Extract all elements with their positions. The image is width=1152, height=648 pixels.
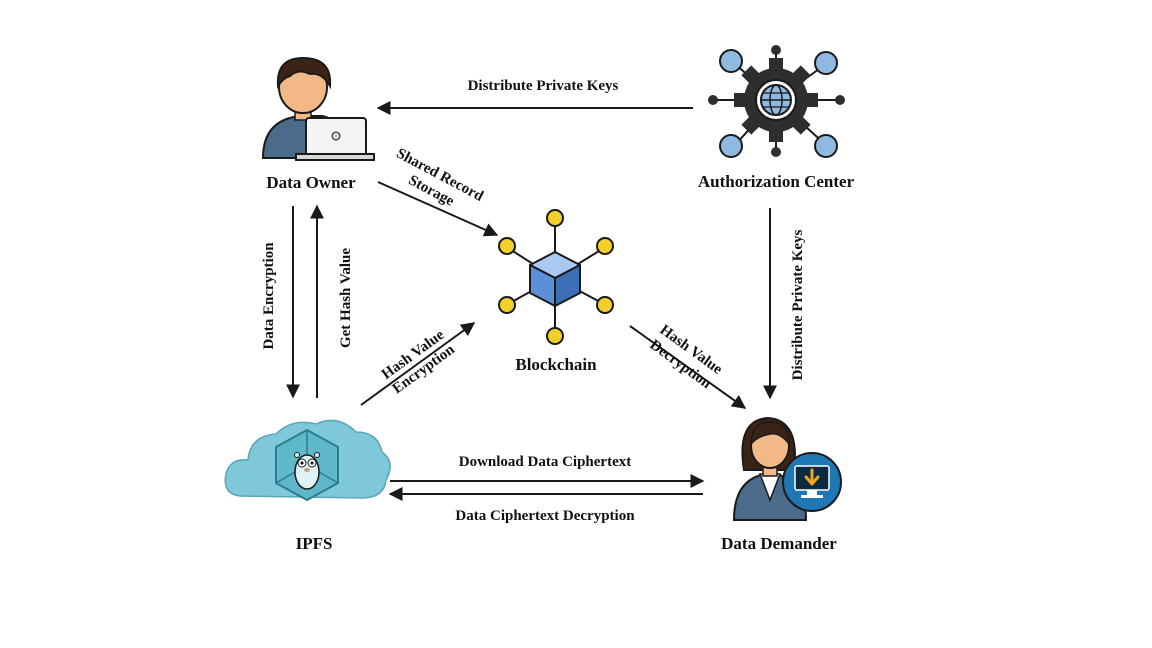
arrow-owner-to-blockchain xyxy=(377,181,499,237)
arrow-blockchain-to-demander xyxy=(629,325,747,409)
ipfs-icon xyxy=(224,419,391,502)
data-encryption-label: Data Encryption xyxy=(261,242,277,350)
data-demander-icon xyxy=(732,416,842,521)
ciphertext-decryption-label: Data Ciphertext Decryption xyxy=(455,508,635,524)
data-demander-label: Data Demander xyxy=(721,534,837,553)
authorization-center-icon xyxy=(708,45,845,158)
arrow-ipfs-to-blockchain xyxy=(360,322,476,406)
download-ciphertext-label: Download Data Ciphertext xyxy=(459,454,632,470)
blockchain-icon xyxy=(498,209,614,345)
data-owner-icon xyxy=(261,56,375,161)
distribute-keys-top-label: Distribute Private Keys xyxy=(468,78,619,94)
authorization-center-label: Authorization Center xyxy=(698,172,855,191)
ipfs-label: IPFS xyxy=(296,534,333,553)
distribute-keys-right-label: Distribute Private Keys xyxy=(790,229,806,380)
get-hash-value-label: Get Hash Value xyxy=(338,248,354,348)
data-owner-label: Data Owner xyxy=(266,173,356,192)
blockchain-label: Blockchain xyxy=(515,355,597,374)
